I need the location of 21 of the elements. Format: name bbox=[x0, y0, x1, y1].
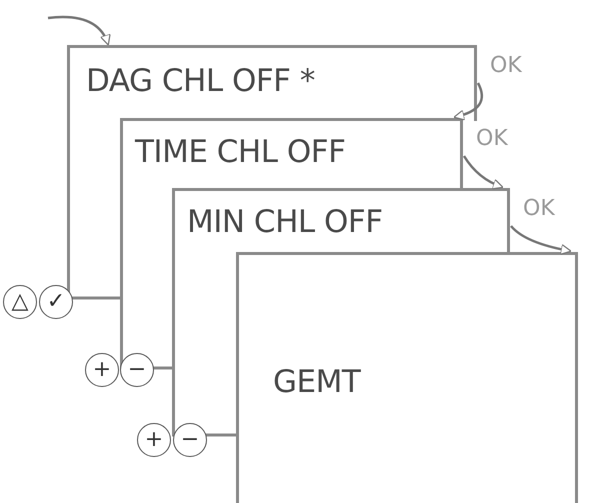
curved-arrow bbox=[453, 82, 484, 120]
edge-label: OK bbox=[523, 198, 555, 220]
triangle-button: △ bbox=[3, 285, 37, 319]
minus-button: − bbox=[173, 423, 207, 457]
curved-arrow bbox=[48, 16, 110, 46]
display-screen bbox=[236, 252, 578, 503]
display-screen bbox=[172, 188, 510, 255]
display-screen bbox=[120, 118, 463, 191]
plus-button: + bbox=[137, 423, 171, 457]
curved-arrow bbox=[510, 225, 572, 255]
curved-arrow bbox=[462, 155, 504, 190]
display-screen bbox=[67, 45, 477, 121]
display-text: GEMT bbox=[273, 367, 360, 398]
display-text: MIN CHL OFF bbox=[187, 207, 383, 238]
display-text: DAG CHL OFF * bbox=[86, 66, 315, 97]
minus-button: − bbox=[120, 353, 154, 387]
plus-button: + bbox=[85, 353, 119, 387]
edge-label: OK bbox=[490, 55, 522, 77]
check-button: ✓ bbox=[39, 285, 73, 319]
display-text: TIME CHL OFF bbox=[135, 137, 346, 168]
edge-label: OK bbox=[476, 128, 508, 150]
